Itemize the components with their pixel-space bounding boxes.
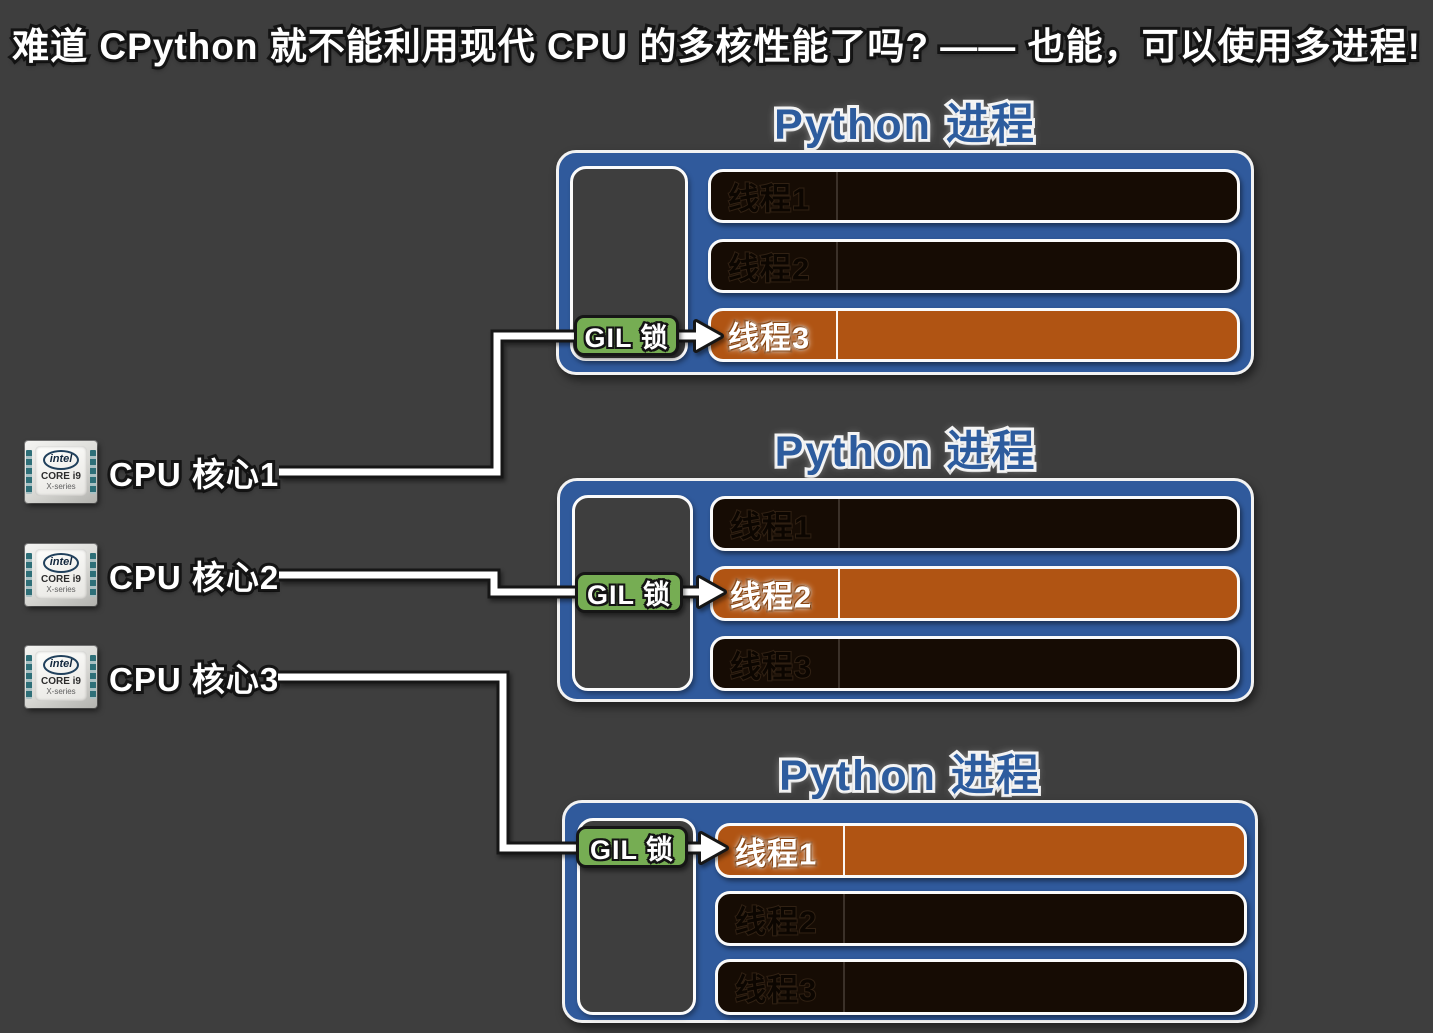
bar-divider: [838, 639, 840, 688]
process-2-title: Python 进程: [772, 425, 1038, 479]
process-1-thread-1: 线程1: [708, 169, 1240, 223]
chip-series-text: X-series: [46, 585, 76, 594]
connector-cpu2-line-outline: [279, 568, 578, 599]
connector-cpu2-line: [279, 571, 578, 596]
process-3-box: 线程1 线程2 线程3: [562, 800, 1258, 1023]
cpu-core-1: intel CORE i9 X-series CPU 核心1: [25, 441, 281, 503]
thread-label: 线程2: [728, 577, 813, 616]
cpu-core-2-label: CPU 核心2: [106, 556, 281, 599]
intel-logo: intel: [43, 450, 79, 470]
chip-model-text: CORE i9: [40, 676, 81, 687]
process-2-thread-3: 线程3: [710, 636, 1240, 691]
connector-cpu3-line-outline: [278, 670, 579, 855]
bar-divider: [843, 894, 845, 943]
bar-divider: [836, 311, 838, 359]
thread-label: 线程3: [734, 972, 818, 1009]
connector-cpu1-line-outline: [279, 329, 575, 479]
chip-model-text: CORE i9: [40, 574, 81, 585]
thread-label: 线程1: [729, 508, 813, 545]
bar-divider: [838, 569, 840, 618]
bar-divider: [843, 826, 845, 875]
cpu-core-1-label: CPU 核心1: [106, 453, 281, 496]
process-1-thread-3-active: 线程3: [708, 308, 1240, 362]
thread-label: 线程1: [733, 834, 818, 873]
chip-series-text: X-series: [46, 482, 76, 491]
bar-divider: [838, 499, 840, 548]
chip-edge-contacts: [26, 450, 32, 494]
intel-logo: intel: [43, 553, 79, 573]
gil-lock-label-3: GIL 锁: [576, 826, 688, 868]
page-title: 难道 CPython 就不能利用现代 CPU 的多核性能了吗? —— 也能，可以…: [9, 23, 1423, 70]
chip-edge-contacts: [90, 655, 96, 699]
thread-label: 线程2: [727, 251, 811, 288]
cpu-core-3-label: CPU 核心3: [106, 658, 281, 701]
chip-heat-spreader: intel CORE i9 X-series: [35, 651, 87, 701]
bar-divider: [843, 962, 845, 1012]
bar-divider: [836, 242, 838, 290]
cpu-core-2: intel CORE i9 X-series CPU 核心2: [25, 544, 281, 606]
chip-heat-spreader: intel CORE i9 X-series: [35, 446, 87, 496]
thread-label: 线程3: [726, 319, 811, 358]
intel-cpu-chip-icon: intel CORE i9 X-series: [25, 544, 97, 606]
process-3-thread-1-active: 线程1: [715, 823, 1247, 878]
intel-logo: intel: [43, 655, 79, 675]
thread-label: 线程3: [729, 648, 813, 685]
chip-series-text: X-series: [46, 687, 76, 696]
process-3-title: Python 进程: [776, 749, 1042, 803]
connector-cpu1-line: [279, 332, 575, 476]
intel-cpu-chip-icon: intel CORE i9 X-series: [25, 441, 97, 503]
process-3-thread-3: 线程3: [715, 959, 1247, 1015]
thread-label: 线程1: [727, 181, 811, 218]
process-3-thread-2: 线程2: [715, 891, 1247, 946]
process-1-thread-2: 线程2: [708, 239, 1240, 293]
chip-model-text: CORE i9: [40, 471, 81, 482]
thread-label: 线程2: [734, 903, 818, 940]
gil-lock-label-2: GIL 锁: [575, 572, 683, 613]
chip-edge-contacts: [26, 553, 32, 597]
cpu-core-3: intel CORE i9 X-series CPU 核心3: [25, 646, 281, 708]
chip-edge-contacts: [90, 450, 96, 494]
process-2-thread-2-active: 线程2: [710, 566, 1240, 621]
chip-edge-contacts: [26, 655, 32, 699]
process-2-thread-1: 线程1: [710, 496, 1240, 551]
process-1-title: Python 进程: [771, 98, 1037, 152]
intel-cpu-chip-icon: intel CORE i9 X-series: [25, 646, 97, 708]
bar-divider: [836, 172, 838, 220]
chip-heat-spreader: intel CORE i9 X-series: [35, 549, 87, 599]
chip-edge-contacts: [90, 553, 96, 597]
connector-cpu3-line: [278, 673, 579, 852]
gil-lock-label-1: GIL 锁: [574, 315, 679, 356]
